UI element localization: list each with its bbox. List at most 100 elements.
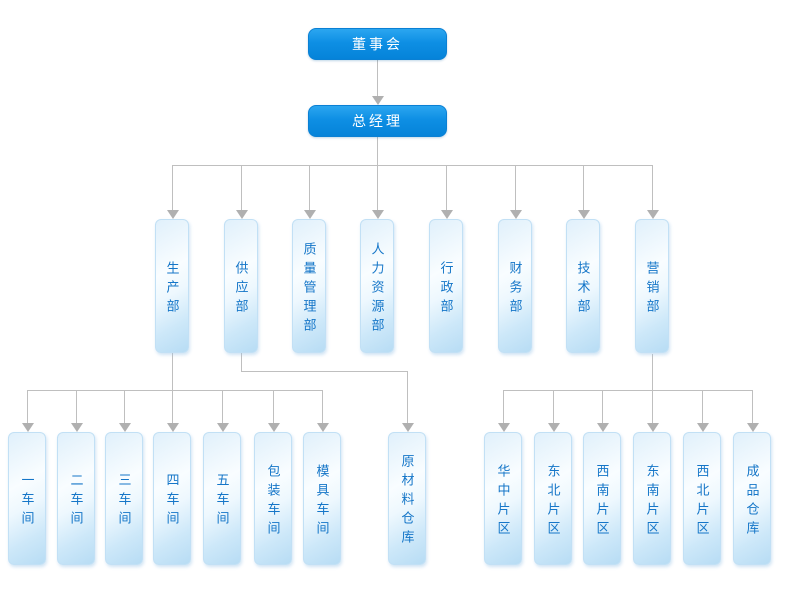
connector-line bbox=[241, 371, 408, 372]
connector-line bbox=[172, 165, 173, 211]
node-general-manager-label: 总经理 bbox=[352, 113, 403, 129]
arrowhead-down-icon bbox=[236, 210, 248, 219]
node-label: 包装车间 bbox=[265, 463, 281, 540]
connector-line bbox=[241, 165, 242, 211]
node-unit-southwest-region: 西南片区 bbox=[583, 432, 621, 565]
node-unit-workshop-1: 一车间 bbox=[8, 432, 46, 565]
connector-line bbox=[377, 136, 378, 166]
arrowhead-down-icon bbox=[747, 423, 759, 432]
node-unit-workshop-4: 四车间 bbox=[153, 432, 191, 565]
arrowhead-down-icon bbox=[578, 210, 590, 219]
node-unit-packaging-workshop: 包装车间 bbox=[254, 432, 292, 565]
connector-line bbox=[172, 165, 653, 166]
node-unit-northwest-region: 西北片区 bbox=[683, 432, 721, 565]
connector-line bbox=[124, 390, 125, 424]
node-label: 华中片区 bbox=[495, 463, 511, 540]
node-unit-mold-workshop: 模具车间 bbox=[303, 432, 341, 565]
arrowhead-down-icon bbox=[71, 423, 83, 432]
node-unit-workshop-3: 三车间 bbox=[105, 432, 143, 565]
node-label: 一车间 bbox=[19, 473, 35, 530]
node-label: 三车间 bbox=[116, 473, 132, 530]
connector-line bbox=[309, 165, 310, 211]
arrowhead-down-icon bbox=[217, 423, 229, 432]
arrowhead-down-icon bbox=[647, 423, 659, 432]
node-general-manager: 总经理 bbox=[308, 105, 447, 137]
node-label: 质量管理部 bbox=[301, 241, 317, 337]
node-unit-southeast-region: 东南片区 bbox=[633, 432, 671, 565]
node-label: 四车间 bbox=[164, 473, 180, 530]
connector-line bbox=[515, 165, 516, 211]
connector-line bbox=[602, 390, 603, 424]
connector-line bbox=[652, 165, 653, 211]
node-dept-quality-management: 质量管理部 bbox=[292, 219, 326, 353]
arrowhead-down-icon bbox=[597, 423, 609, 432]
arrowhead-down-icon bbox=[402, 423, 414, 432]
connector-line bbox=[377, 60, 378, 97]
connector-line bbox=[322, 390, 323, 424]
connector-line bbox=[407, 371, 408, 424]
node-dept-production: 生产部 bbox=[155, 219, 189, 353]
connector-line bbox=[652, 390, 653, 424]
arrowhead-down-icon bbox=[304, 210, 316, 219]
node-unit-northeast-region: 东北片区 bbox=[534, 432, 572, 565]
node-unit-central-china-region: 华中片区 bbox=[484, 432, 522, 565]
node-label: 生产部 bbox=[164, 260, 180, 318]
arrowhead-down-icon bbox=[372, 210, 384, 219]
node-unit-workshop-2: 二车间 bbox=[57, 432, 95, 565]
connector-line bbox=[222, 390, 223, 424]
connector-line bbox=[553, 390, 554, 424]
node-label: 财务部 bbox=[507, 260, 523, 318]
node-dept-human-resources: 人力资源部 bbox=[360, 219, 394, 353]
arrowhead-down-icon bbox=[167, 210, 179, 219]
arrowhead-down-icon bbox=[510, 210, 522, 219]
connector-line bbox=[652, 354, 653, 391]
connector-line bbox=[273, 390, 274, 424]
arrowhead-down-icon bbox=[697, 423, 709, 432]
connector-line bbox=[446, 165, 447, 211]
arrowhead-down-icon bbox=[548, 423, 560, 432]
arrowhead-down-icon bbox=[22, 423, 34, 432]
node-label: 原材料仓库 bbox=[399, 454, 415, 549]
connector-line bbox=[702, 390, 703, 424]
arrowhead-down-icon bbox=[119, 423, 131, 432]
connector-line bbox=[27, 390, 323, 391]
arrowhead-down-icon bbox=[372, 96, 384, 105]
node-label: 五车间 bbox=[214, 473, 230, 530]
connector-line bbox=[172, 390, 173, 424]
node-unit-finished-goods-warehouse: 成品仓库 bbox=[733, 432, 771, 565]
connector-line bbox=[503, 390, 504, 424]
node-dept-marketing: 营销部 bbox=[635, 219, 669, 353]
arrowhead-down-icon bbox=[268, 423, 280, 432]
node-label: 成品仓库 bbox=[744, 463, 760, 540]
node-label: 东北片区 bbox=[545, 463, 561, 540]
arrowhead-down-icon bbox=[498, 423, 510, 432]
node-label: 西北片区 bbox=[694, 463, 710, 540]
node-label: 供应部 bbox=[233, 260, 249, 318]
node-label: 技术部 bbox=[575, 260, 591, 318]
node-label: 西南片区 bbox=[594, 463, 610, 540]
connector-line bbox=[503, 390, 753, 391]
node-unit-raw-material-warehouse: 原材料仓库 bbox=[388, 432, 426, 565]
node-unit-workshop-5: 五车间 bbox=[203, 432, 241, 565]
node-dept-supply: 供应部 bbox=[224, 219, 258, 353]
connector-line bbox=[377, 165, 378, 211]
node-dept-technology: 技术部 bbox=[566, 219, 600, 353]
node-dept-finance: 财务部 bbox=[498, 219, 532, 353]
arrowhead-down-icon bbox=[317, 423, 329, 432]
node-label: 营销部 bbox=[644, 260, 660, 318]
connector-line bbox=[76, 390, 77, 424]
arrowhead-down-icon bbox=[647, 210, 659, 219]
node-board-label: 董事会 bbox=[352, 36, 403, 52]
arrowhead-down-icon bbox=[167, 423, 179, 432]
arrowhead-down-icon bbox=[441, 210, 453, 219]
connector-line bbox=[583, 165, 584, 211]
connector-line bbox=[241, 353, 242, 372]
node-label: 行政部 bbox=[438, 260, 454, 318]
node-label: 二车间 bbox=[68, 473, 84, 530]
node-label: 人力资源部 bbox=[369, 241, 385, 337]
node-dept-administration: 行政部 bbox=[429, 219, 463, 353]
connector-line bbox=[752, 390, 753, 424]
node-board: 董事会 bbox=[308, 28, 447, 60]
node-label: 模具车间 bbox=[314, 463, 330, 540]
